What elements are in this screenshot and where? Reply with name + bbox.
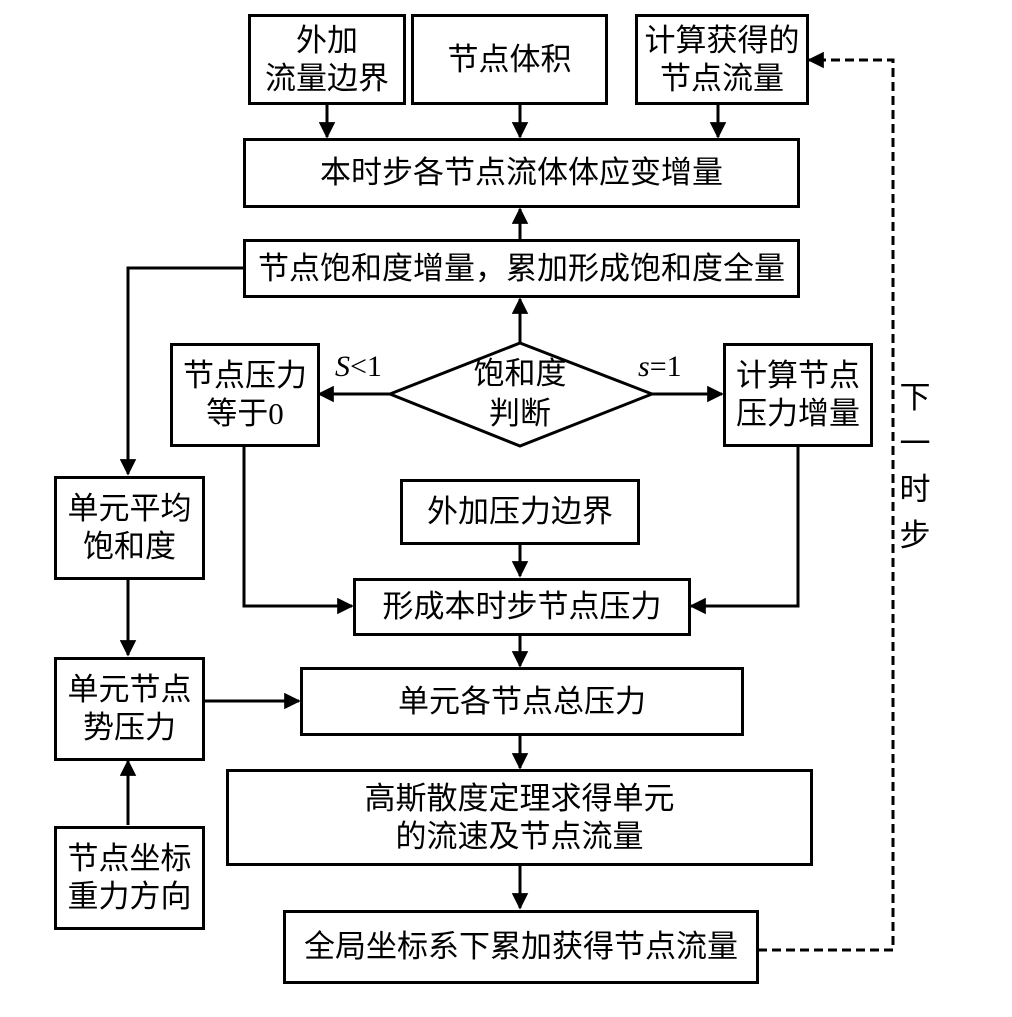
node-volume-box: 节点体积 (411, 14, 608, 105)
ext-flow-boundary-box: 外加 流量边界 (248, 14, 406, 105)
saturation-increment-box: 节点饱和度增量，累加形成饱和度全量 (243, 239, 800, 298)
edge-pressure-increment-to-form-pressure (689, 446, 800, 615)
edge-label-s-eq-var: s (638, 350, 650, 383)
pressure-zero-text: 节点压力 等于0 (183, 358, 307, 431)
global-accumulate-text: 全局坐标系下累加获得节点流量 (304, 929, 738, 964)
edge-label-s-less-than-1: S<1 (335, 350, 382, 384)
form-node-pressure-box: 形成本时步节点压力 (353, 578, 691, 636)
ext-pressure-boundary-text: 外加压力边界 (427, 494, 613, 529)
element-avg-saturation-text: 单元平均 饱和度 (67, 491, 192, 564)
saturation-decision-text: 饱和度 判断 (473, 356, 567, 431)
element-potential-pressure-text: 单元节点 势压力 (67, 672, 192, 745)
edge-label-s-var: S (335, 350, 350, 383)
strain-increment-box: 本时步各节点流体体应变增量 (243, 138, 800, 208)
edge-next-step-feedback (758, 51, 895, 952)
edge-pressure-zero-to-form-pressure (242, 446, 354, 615)
form-node-pressure-text: 形成本时步节点压力 (382, 589, 662, 624)
element-total-pressure-text: 单元各节点总压力 (398, 683, 646, 719)
pressure-increment-text: 计算节点 压力增量 (736, 358, 860, 431)
edge-label-s-eq-rest: =1 (649, 350, 682, 383)
computed-node-flow-text: 计算获得的 节点流量 (644, 22, 800, 96)
strain-increment-text: 本时步各节点流体体应变增量 (320, 155, 723, 190)
element-avg-saturation-box: 单元平均 饱和度 (54, 476, 205, 580)
ext-flow-boundary-text: 外加 流量边界 (265, 22, 389, 96)
saturation-decision-diamond (385, 341, 657, 448)
pressure-zero-box: 节点压力 等于0 (170, 343, 320, 447)
edge-label-s-less-rest: <1 (350, 350, 382, 383)
element-potential-pressure-box: 单元节点 势压力 (54, 657, 205, 761)
node-volume-text: 节点体积 (447, 41, 572, 77)
edge-label-s-equals-1: s=1 (638, 350, 682, 384)
gauss-divergence-box: 高斯散度定理求得单元 的流速及节点流量 (226, 769, 813, 866)
ext-pressure-boundary-box: 外加压力边界 (400, 479, 640, 545)
node-coords-gravity-text: 节点坐标 重力方向 (67, 841, 192, 914)
computed-node-flow-box: 计算获得的 节点流量 (635, 14, 809, 105)
next-step-label: 下 一 时 步 (899, 380, 931, 553)
gauss-divergence-text: 高斯散度定理求得单元 的流速及节点流量 (364, 780, 675, 854)
saturation-increment-text: 节点饱和度增量，累加形成饱和度全量 (258, 250, 785, 286)
edge-saturation-to-avg-saturation (119, 266, 243, 476)
element-total-pressure-box: 单元各节点总压力 (300, 667, 744, 736)
global-accumulate-box: 全局坐标系下累加获得节点流量 (283, 910, 759, 984)
node-coords-gravity-box: 节点坐标 重力方向 (54, 826, 205, 930)
pressure-increment-box: 计算节点 压力增量 (723, 343, 873, 447)
